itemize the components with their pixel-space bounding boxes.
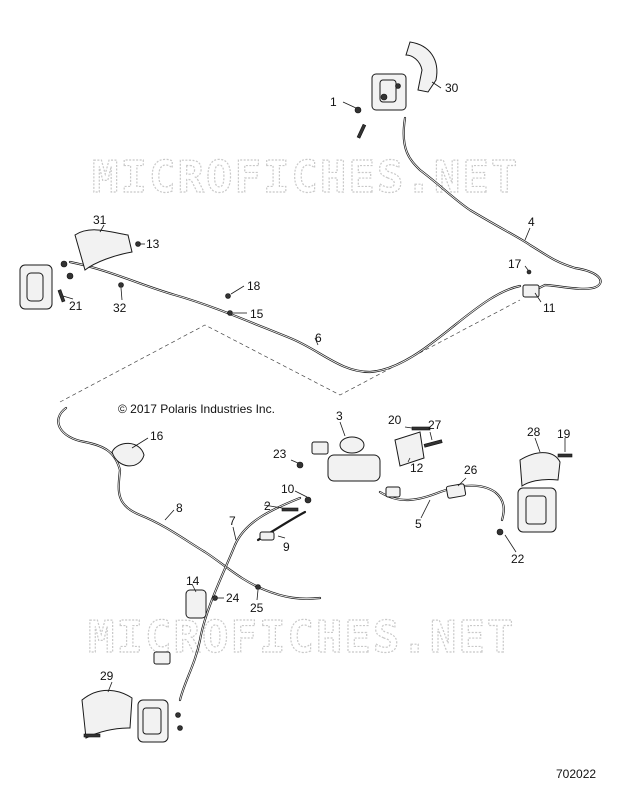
callout-31: 31 xyxy=(93,213,107,227)
callout-18: 18 xyxy=(247,279,261,293)
fitting-10 xyxy=(304,496,312,504)
callout-9: 9 xyxy=(283,540,290,554)
callout-15: 15 xyxy=(250,307,264,321)
callout-19: 19 xyxy=(557,427,571,441)
copyright-notice: © 2017 Polaris Industries Inc. xyxy=(118,402,275,416)
clip-16 xyxy=(111,442,145,467)
master-cylinder-3 xyxy=(311,431,425,482)
brake-line-5 xyxy=(378,484,505,522)
callout-21: 21 xyxy=(69,299,83,313)
bolt-20 xyxy=(411,426,431,431)
callout-28: 28 xyxy=(527,425,541,439)
callout-7: 7 xyxy=(229,514,236,528)
callout-5: 5 xyxy=(415,517,422,531)
leader-lines xyxy=(62,81,566,693)
bolt-19 xyxy=(557,453,573,458)
clip-15 xyxy=(227,310,233,316)
brake-line-6 xyxy=(68,260,522,374)
callout-20: 20 xyxy=(388,413,402,427)
clip-13 xyxy=(135,241,141,247)
bracket-lower xyxy=(153,651,171,665)
callout-11: 11 xyxy=(543,301,556,315)
callout-29: 29 xyxy=(100,669,114,683)
callout-3: 3 xyxy=(336,409,343,423)
callout-27: 27 xyxy=(428,418,442,432)
nut-23 xyxy=(296,461,304,469)
fitting-2 xyxy=(281,507,299,512)
clip-32 xyxy=(118,282,124,288)
callout-8: 8 xyxy=(176,501,183,515)
watermark-bottom: MICROFICHES.NET xyxy=(88,612,515,663)
reference-dashed-line xyxy=(59,299,521,403)
callout-32: 32 xyxy=(113,301,127,315)
caliper-left xyxy=(19,229,133,310)
fitting-9 xyxy=(259,531,275,541)
brake-line-8 xyxy=(57,406,322,600)
callout-10: 10 xyxy=(281,482,295,496)
callout-12: 12 xyxy=(410,461,424,475)
callout-30: 30 xyxy=(445,81,459,95)
callout-1: 1 xyxy=(330,95,337,109)
callout-4: 4 xyxy=(528,215,535,229)
callout-26: 26 xyxy=(464,463,478,477)
callout-17: 17 xyxy=(508,257,522,271)
clip-24 xyxy=(212,595,218,601)
caliper-upper-right xyxy=(371,41,438,111)
callout-14: 14 xyxy=(186,574,200,588)
brake-line-4 xyxy=(402,116,602,292)
clip-18 xyxy=(225,293,231,299)
bracket-26 xyxy=(445,483,467,499)
clip-25 xyxy=(255,584,261,590)
caliper-lower-right xyxy=(517,452,561,533)
bolt-1b xyxy=(356,123,367,139)
callout-23: 23 xyxy=(273,447,287,461)
junction-11 xyxy=(522,284,540,298)
caliper-lower-left xyxy=(81,689,183,743)
watermark-top: MICROFICHES.NET xyxy=(92,152,519,203)
bolt-1 xyxy=(354,106,362,114)
callout-25: 25 xyxy=(250,601,264,615)
bolt-22 xyxy=(496,528,504,536)
callout-13: 13 xyxy=(146,237,160,251)
brake-line-7 xyxy=(178,496,302,702)
bolt-17 xyxy=(526,269,532,275)
callout-6: 6 xyxy=(315,331,322,345)
bracket-14 xyxy=(185,589,207,619)
callout-22: 22 xyxy=(511,552,525,566)
callout-24: 24 xyxy=(226,591,240,605)
diagram-number: 702022 xyxy=(556,767,596,781)
bolt-27 xyxy=(423,439,443,448)
callout-2: 2 xyxy=(264,499,271,513)
bracket-small xyxy=(385,486,401,498)
callout-16: 16 xyxy=(150,429,164,443)
